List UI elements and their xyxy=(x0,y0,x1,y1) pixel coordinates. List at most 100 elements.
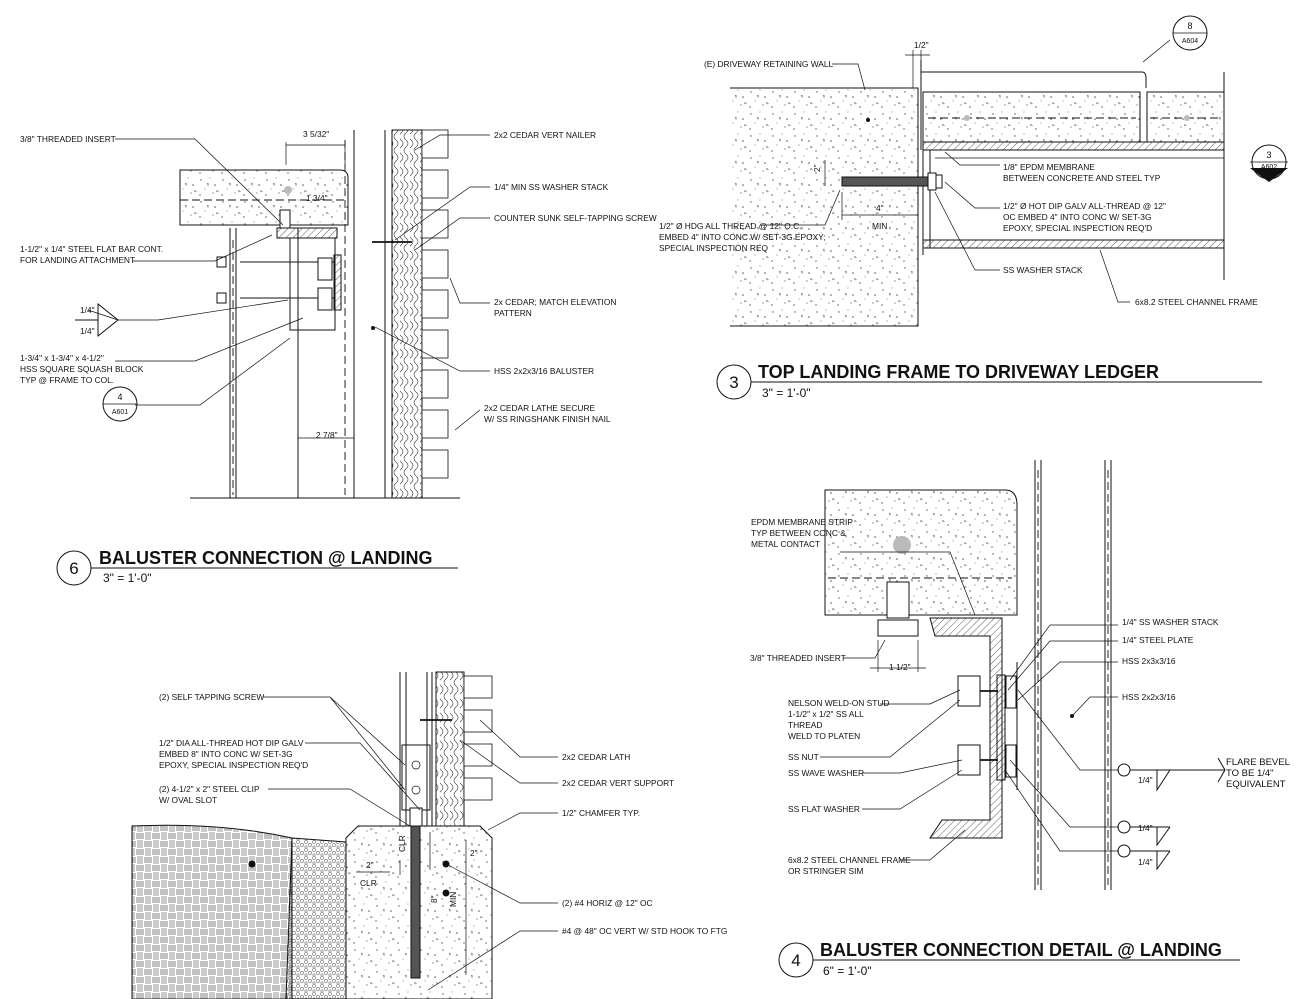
d7-vert: #4 @ 48" OC VERT W/ STD HOOK TO FTG xyxy=(562,926,727,936)
d3-ref8-sheet: A604 xyxy=(1182,38,1198,45)
d3-number: 3 xyxy=(729,373,738,392)
d6-cedar-nailer xyxy=(391,129,423,499)
d4-concrete-slab xyxy=(824,489,1018,616)
d7-support: 2x2 CEDAR VERT SUPPORT xyxy=(562,778,674,788)
d3-thread-2: EMBED 4" INTO CONC W/ SET-3G EPOXY; xyxy=(659,232,826,242)
d6-label-nailer: 2x2 CEDAR VERT NAILER xyxy=(494,130,596,140)
d4-nut: SS NUT xyxy=(788,752,819,762)
d4-washer: 1/4" SS WASHER STACK xyxy=(1122,617,1219,627)
d4-plate: 1/4" STEEL PLATE xyxy=(1122,635,1194,645)
d7-dim-2a: 2" xyxy=(366,860,374,870)
d4-flat: SS FLAT WASHER xyxy=(788,804,860,814)
d6-label-cedar-1: 2x CEDAR; MATCH ELEVATION xyxy=(494,297,616,307)
d7-lath: 2x2 CEDAR LATH xyxy=(562,752,630,762)
d4-insert: 3/8" THREADED INSERT xyxy=(750,653,846,663)
d7-min: MIN xyxy=(448,892,458,907)
d3-thread-1: 1/2" Ø HDG ALL THREAD @ 12" O.C. xyxy=(659,221,801,231)
d3-washer: SS WASHER STACK xyxy=(1003,265,1083,275)
d4-wave: SS WAVE WASHER xyxy=(788,768,864,778)
d3-dim-4: 4" xyxy=(876,203,884,213)
d4-title: BALUSTER CONNECTION DETAIL @ LANDING xyxy=(820,940,1222,960)
d3-ref3-num: 3 xyxy=(1266,150,1271,160)
d4-epdm-3: METAL CONTACT xyxy=(751,539,820,549)
d6-concrete-landing xyxy=(179,169,349,226)
d4-bevel-3: EQUIVALENT xyxy=(1226,779,1286,790)
detail-3-top-landing-frame xyxy=(730,50,1225,327)
d6-label-squash-1: 1-3/4" x 1-3/4" x 4-1/2" xyxy=(20,353,104,363)
d4-weld-symbols xyxy=(1117,757,1226,871)
d6-number: 6 xyxy=(69,559,78,578)
d6-label-flat-bar-1: 1-1/2" x 1/4" STEEL FLAT BAR CONT. xyxy=(20,244,163,254)
d6-ref-num: 4 xyxy=(117,392,122,402)
d6-label-flat-bar-2: FOR LANDING ATTACHMENT xyxy=(20,255,135,265)
detail-4-baluster-detail xyxy=(824,460,1112,890)
d6-label-threaded-insert: 3/8" THREADED INSERT xyxy=(20,134,116,144)
d3-min: MIN xyxy=(872,221,887,231)
d3-channel: 6x8.2 STEEL CHANNEL FRAME xyxy=(1135,297,1258,307)
d6-label-lathe-1: 2x2 CEDAR LATHE SECURE xyxy=(484,403,595,413)
d4-stud-4: WELD TO PLATEN xyxy=(788,731,860,741)
d4-leaders xyxy=(820,551,1119,861)
d3-ref3-sheet: A602 xyxy=(1261,164,1277,171)
d3-galv-1: 1/2" Ø HOT DIP GALV ALL-THREAD @ 12" xyxy=(1003,201,1166,211)
d7-clip-1: (2) 4-1/2" x 2" STEEL CLIP xyxy=(159,784,260,794)
d4-w1: 1/4" xyxy=(1138,775,1153,785)
d3-title: TOP LANDING FRAME TO DRIVEWAY LEDGER xyxy=(758,362,1159,382)
d4-w2: 1/4" xyxy=(1138,823,1153,833)
d3-retaining-wall xyxy=(730,87,919,327)
d4-dim-112: 1 1/2" xyxy=(889,662,911,672)
d6-label-squash-3: TYP @ FRAME TO COL. xyxy=(20,375,114,385)
d3-ref-3-bubble[interactable]: 3 A602 xyxy=(1250,144,1288,182)
d4-w3: 1/4" xyxy=(1138,857,1153,867)
d6-dim-bottom: 2 7/8" xyxy=(316,430,338,440)
d4-stud-2: 1-1/2" x 1/2" SS ALL xyxy=(788,709,864,719)
d6-weld-a: 1/4" xyxy=(80,305,95,315)
d6-dim-top: 3 5/32" xyxy=(303,129,329,139)
d6-weld-b: 1/4" xyxy=(80,326,95,336)
d4-number: 4 xyxy=(791,951,800,970)
d3-epdm-1: 1/8" EPDM MEMBRANE xyxy=(1003,162,1095,172)
d3-thread-3: SPECIAL INSPECTION REQ xyxy=(659,243,769,253)
d6-label-lathe-2: W/ SS RINGSHANK FINISH NAIL xyxy=(484,414,611,424)
d7-dim-2b: 2" xyxy=(470,848,478,858)
d4-stud-3: THREAD xyxy=(788,720,822,730)
d4-epdm-2: TYP BETWEEN CONC & xyxy=(751,528,846,538)
d7-soil-section xyxy=(131,824,293,999)
d4-epdm-1: EPDM MEMBRANE STRIP xyxy=(751,517,853,527)
d4-steel-channel xyxy=(929,617,1003,839)
d7-clr-v: CLR xyxy=(397,835,407,852)
d4-hss2: HSS 2x2x3/16 xyxy=(1122,692,1176,702)
d3-galv-2: OC EMBED 4" INTO CONC W/ SET-3G xyxy=(1003,212,1151,222)
d3-epdm-2: BETWEEN CONCRETE AND STEEL TYP xyxy=(1003,173,1161,183)
d6-label-baluster: HSS 2x2x3/16 BALUSTER xyxy=(494,366,594,376)
d3-leaders xyxy=(760,39,1171,303)
d7-screw: (2) SELF TAPPING SCREW xyxy=(159,692,264,702)
d4-hss3: HSS 2x3x3/16 xyxy=(1122,656,1176,666)
d4-stud-1: NELSON WELD-ON STUD xyxy=(788,698,889,708)
d7-leaders xyxy=(263,696,558,991)
d4-bevel-2: TO BE 1/4" xyxy=(1226,768,1274,779)
d7-rod-1: 1/2" DIA ALL-THREAD HOT DIP GALV xyxy=(159,738,304,748)
d7-chamfer: 1/2" CHAMFER TYP. xyxy=(562,808,640,818)
d6-title: BALUSTER CONNECTION @ LANDING xyxy=(99,548,433,568)
d7-cedar-support xyxy=(435,671,465,827)
d6-ref-sheet: A601 xyxy=(112,409,128,416)
d6-label-squash-2: HSS SQUARE SQUASH BLOCK xyxy=(20,364,144,374)
d4-scale: 6" = 1'-0" xyxy=(823,964,872,978)
d3-dim-half: 1/2" xyxy=(914,40,929,50)
detail-footing-connection xyxy=(131,671,493,999)
d7-all-thread-rod xyxy=(410,825,421,979)
d7-rod-3: EPOXY, SPECIAL INSPECTION REQ'D xyxy=(159,760,308,770)
d3-galv-3: EPOXY, SPECIAL INSPECTION REQ'D xyxy=(1003,223,1152,233)
d3-label-wall: (E) DRIVEWAY RETAINING WALL xyxy=(704,59,834,69)
d7-clr-h: CLR xyxy=(360,878,377,888)
d6-scale: 3" = 1'-0" xyxy=(103,571,152,585)
d3-dim-2: 2" xyxy=(812,164,822,172)
d7-clip-2: W/ OVAL SLOT xyxy=(159,795,217,805)
d6-label-screw: COUNTER SUNK SELF-TAPPING SCREW xyxy=(494,213,657,223)
d6-label-cedar-2: PATTERN xyxy=(494,308,532,318)
d7-gravel-section xyxy=(285,837,347,999)
d3-scale: 3" = 1'-0" xyxy=(762,386,811,400)
d3-landing-slab-a xyxy=(922,91,1141,143)
